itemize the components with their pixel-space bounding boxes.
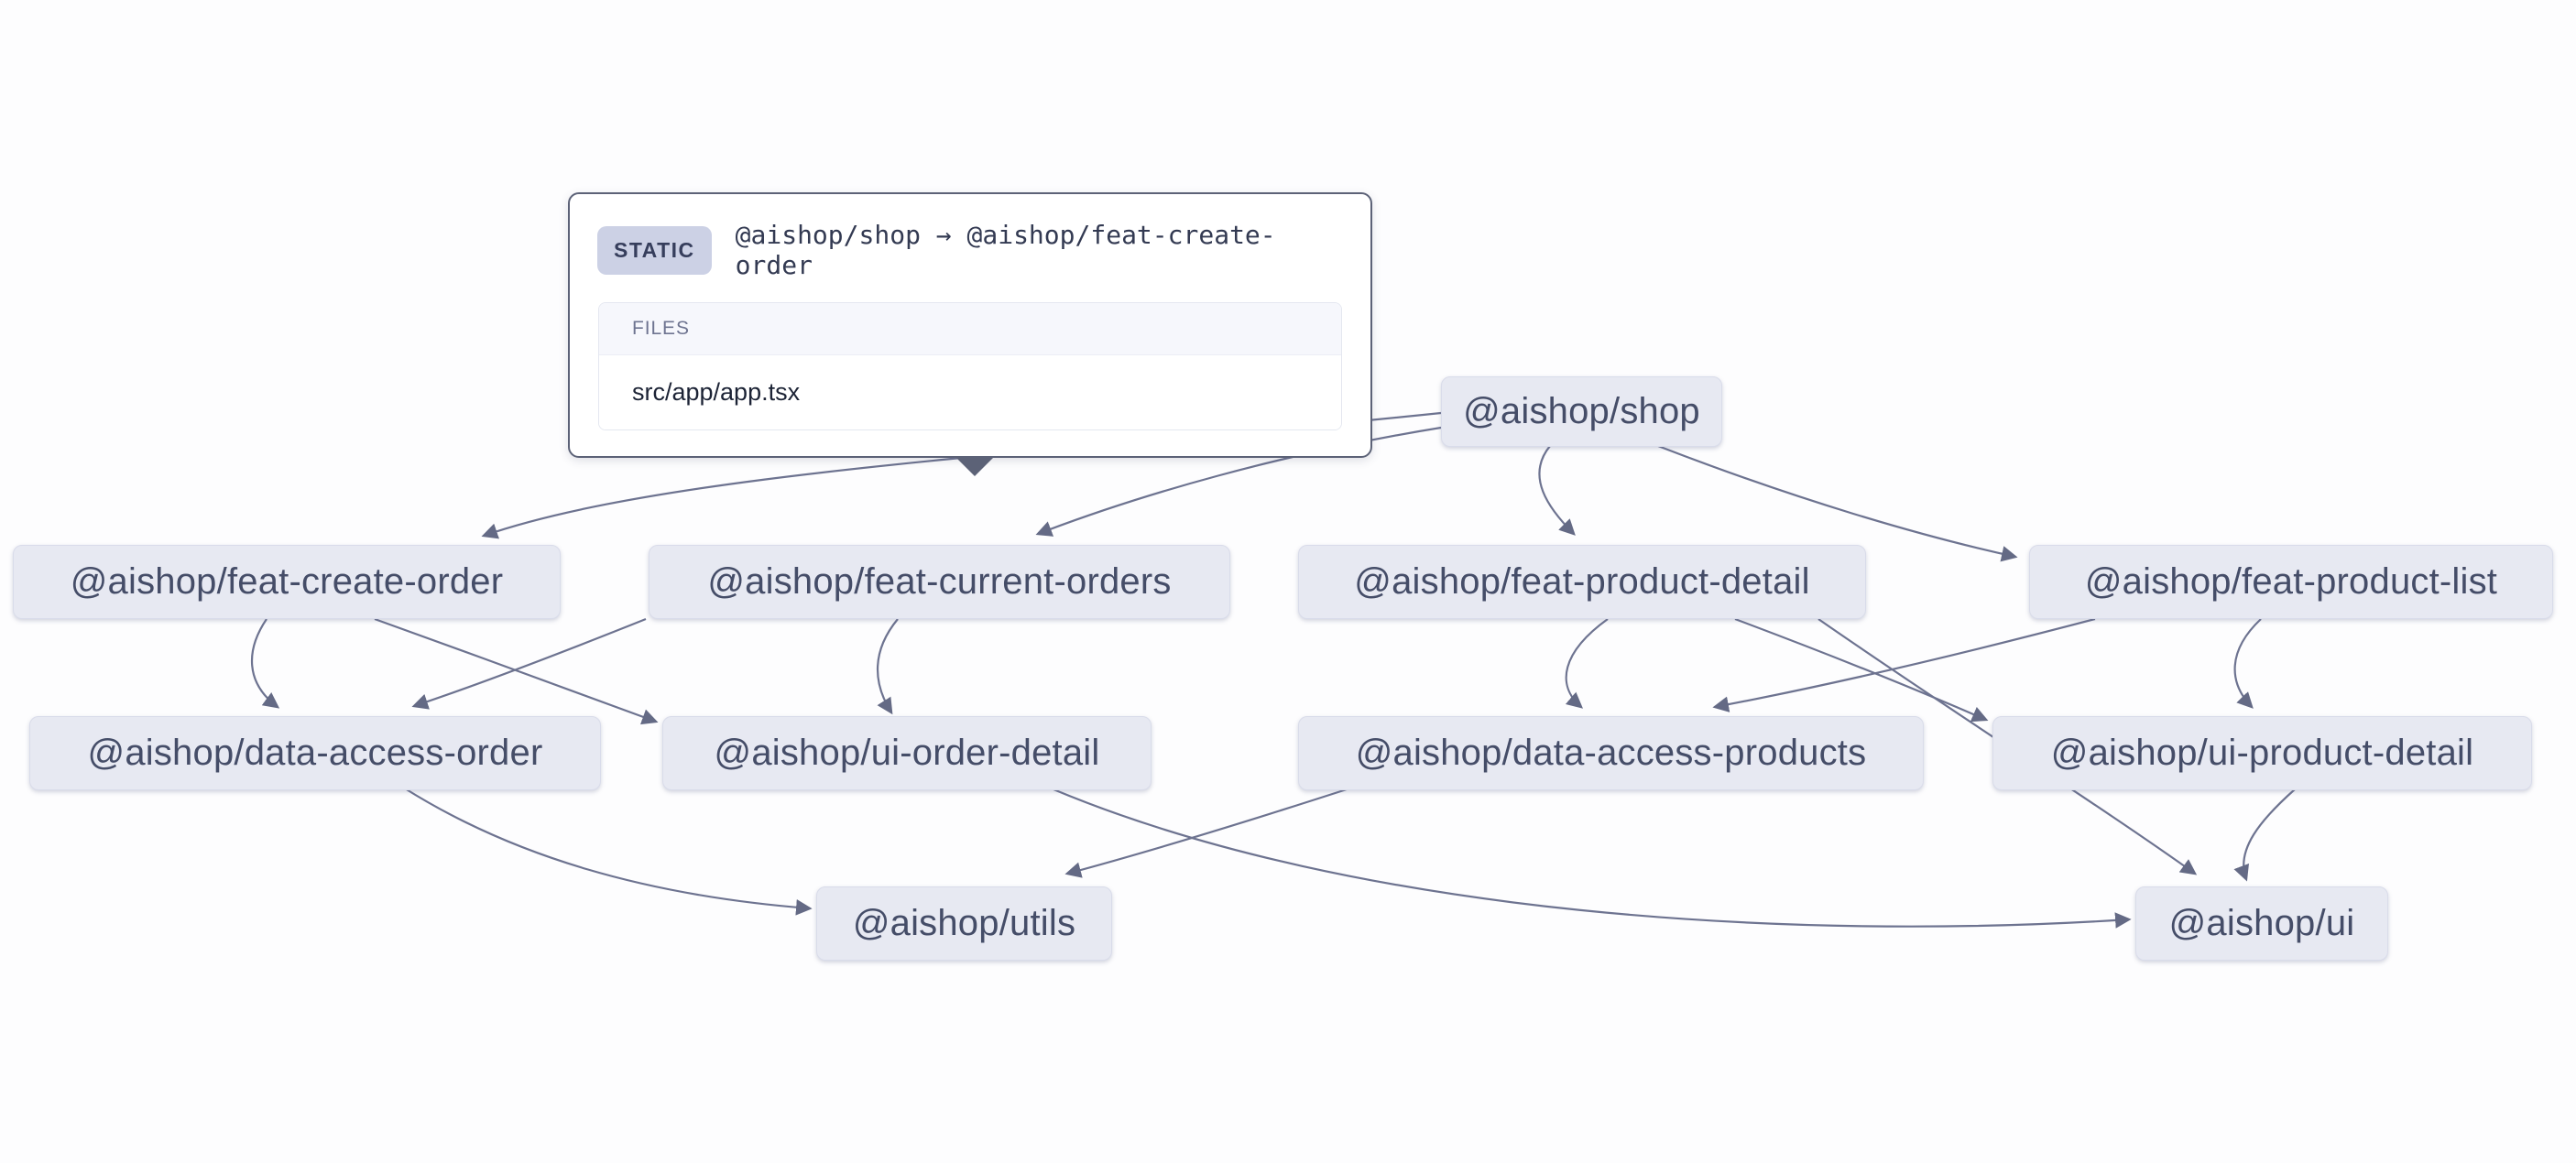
edge-feat-product-detail-to-data-access-products[interactable] bbox=[1565, 618, 1609, 709]
edge-feat-create-order-to-data-access-order[interactable] bbox=[250, 618, 280, 709]
graph-node-data-access-products[interactable]: @aishop/data-access-products bbox=[1298, 716, 1924, 790]
graph-node-shop[interactable]: @aishop/shop bbox=[1441, 376, 1722, 447]
edge-feat-product-detail-to-ui-product-detail[interactable] bbox=[1734, 617, 1989, 723]
edge-ui-order-detail-to-ui[interactable] bbox=[1053, 788, 2132, 929]
graph-node-utils[interactable]: @aishop/utils bbox=[816, 886, 1112, 961]
graph-node-feat-product-detail[interactable]: @aishop/feat-product-detail bbox=[1298, 545, 1866, 619]
edge-feat-product-list-to-ui-product-detail[interactable] bbox=[2233, 618, 2262, 709]
edge-data-access-order-to-utils[interactable] bbox=[404, 788, 813, 916]
edge-shop-to-feat-product-detail[interactable] bbox=[1538, 445, 1576, 536]
edge-shop-to-feat-product-list[interactable] bbox=[1657, 444, 2018, 562]
edge-type-badge: STATIC bbox=[597, 225, 712, 275]
edge-data-access-products-to-utils[interactable] bbox=[1064, 788, 1348, 878]
edge-tooltip: STATIC @aishop/shop → @aishop/feat-creat… bbox=[568, 192, 1372, 476]
tooltip-caret-icon bbox=[955, 456, 995, 476]
files-section: FILES src/app/app.tsx bbox=[598, 302, 1342, 430]
graph-node-ui-product-detail[interactable]: @aishop/ui-product-detail bbox=[1992, 716, 2532, 790]
graph-node-data-access-order[interactable]: @aishop/data-access-order bbox=[29, 716, 601, 790]
graph-node-feat-create-order[interactable]: @aishop/feat-create-order bbox=[13, 545, 561, 619]
edge-ui-product-detail-to-ui[interactable] bbox=[2233, 788, 2296, 882]
graph-node-feat-current-orders[interactable]: @aishop/feat-current-orders bbox=[649, 545, 1230, 619]
edge-feat-current-orders-to-data-access-order[interactable] bbox=[411, 617, 647, 710]
edge-feat-product-list-to-data-access-products[interactable] bbox=[1712, 617, 2096, 712]
edge-shop-to-feat-current-orders[interactable] bbox=[1035, 426, 1442, 537]
files-section-header: FILES bbox=[599, 303, 1341, 355]
edge-tooltip-title: @aishop/shop → @aishop/feat-create-order bbox=[735, 220, 1276, 280]
edge-feat-create-order-to-ui-order-detail[interactable] bbox=[374, 617, 659, 725]
tooltip-header: STATIC @aishop/shop → @aishop/feat-creat… bbox=[570, 194, 1370, 302]
file-list-item: src/app/app.tsx bbox=[599, 355, 1341, 429]
edge-feat-current-orders-to-ui-order-detail[interactable] bbox=[876, 618, 899, 715]
graph-node-ui[interactable]: @aishop/ui bbox=[2135, 886, 2388, 961]
graph-node-ui-order-detail[interactable]: @aishop/ui-order-detail bbox=[662, 716, 1152, 790]
file-list: src/app/app.tsx bbox=[599, 355, 1341, 429]
graph-node-feat-product-list[interactable]: @aishop/feat-product-list bbox=[2029, 545, 2553, 619]
